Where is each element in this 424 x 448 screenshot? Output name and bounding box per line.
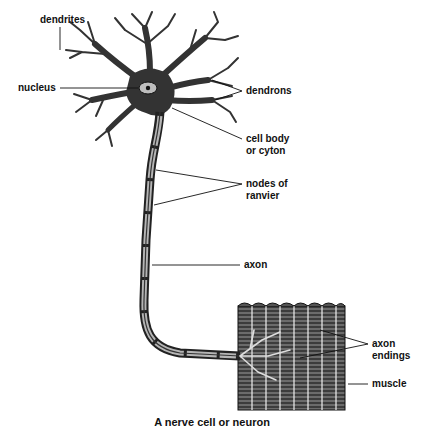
figure-caption: A nerve cell or neuron	[0, 416, 424, 429]
cell-body	[126, 68, 175, 115]
leader-line	[60, 27, 61, 50]
part-label: dendrites	[40, 14, 85, 26]
axon-fibre	[144, 112, 240, 356]
part-label: muscle	[372, 378, 406, 390]
muscle-block	[238, 303, 345, 410]
leader-line	[212, 80, 242, 100]
dendrite	[74, 94, 104, 116]
dendrite	[190, 12, 238, 50]
leader-line	[154, 170, 242, 205]
leader-line	[300, 330, 368, 358]
dendron	[108, 104, 136, 130]
muscle-body	[238, 306, 345, 410]
dendrite	[96, 130, 112, 146]
leader-line	[152, 265, 240, 266]
muscle-fibre-ends	[238, 303, 345, 306]
dendrite	[66, 22, 105, 58]
nucleus-shape	[139, 82, 157, 94]
part-label: nucleus	[18, 82, 56, 94]
part-label: axon endings	[372, 338, 420, 362]
part-label: axon	[244, 259, 267, 271]
axon-core	[144, 112, 240, 356]
leader-line	[60, 88, 138, 89]
dendrite	[115, 12, 175, 44]
axon-ending-branches	[240, 330, 290, 380]
dendrite	[208, 58, 238, 86]
muscle-fibre-lines	[252, 306, 336, 410]
part-label: dendrons	[246, 85, 292, 97]
nucleolus	[146, 86, 150, 90]
dendron	[92, 92, 132, 100]
part-label: cell body or cyton	[246, 133, 302, 157]
dendron	[162, 38, 205, 76]
leader-line	[172, 108, 242, 139]
dendron	[145, 28, 150, 72]
leader-lines	[60, 27, 368, 384]
leader-line	[348, 384, 368, 385]
axon-sheath-outline	[144, 112, 240, 356]
myelin-sheath	[144, 116, 236, 356]
part-label: nodes of ranvier	[246, 178, 298, 202]
